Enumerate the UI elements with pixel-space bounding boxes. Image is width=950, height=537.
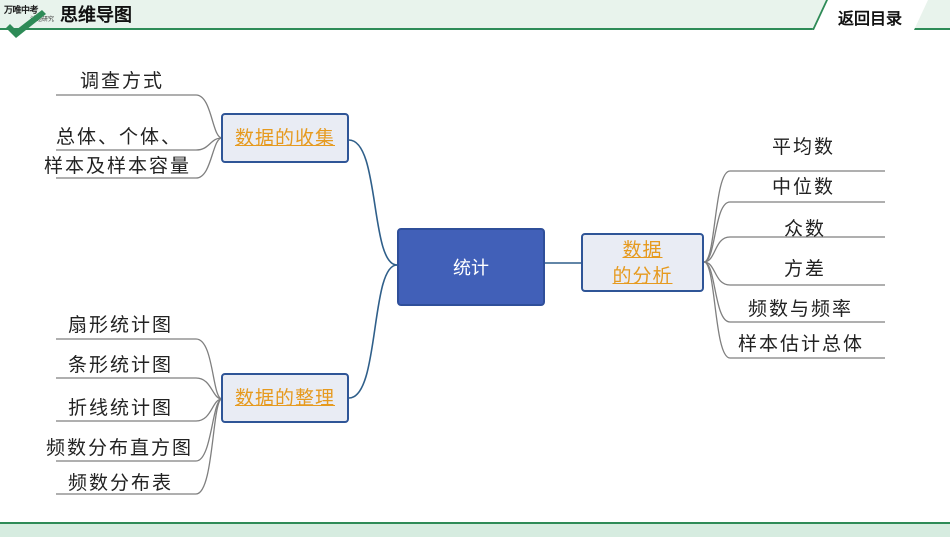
leaf-population-individual: 总体、个体、	[56, 126, 183, 148]
leaf-survey-method: 调查方式	[80, 70, 165, 92]
leaf-variance: 方差	[784, 258, 827, 280]
center-topic-statistics[interactable]: 统计	[397, 228, 545, 306]
leaf-bar-chart: 条形统计图	[68, 354, 174, 376]
leaf-line-mean	[703, 170, 885, 263]
branch-data-organization-link[interactable]: 数据的整理	[234, 387, 335, 409]
branch-data-collection[interactable]: 数据的收集	[221, 113, 349, 163]
leaf-sample-size: 样本及样本容量	[44, 155, 192, 177]
leaf-line-line-chart	[56, 398, 223, 422]
leaf-frequency-rate: 频数与频率	[748, 298, 854, 320]
branch-data-analysis-line1[interactable]: 数据	[622, 238, 663, 261]
leaf-line-chart: 折线统计图	[68, 397, 174, 419]
footer-bar	[0, 522, 950, 537]
checkmark-icon	[6, 10, 46, 38]
leaf-median: 中位数	[772, 176, 836, 198]
leaf-line-population	[56, 137, 223, 151]
leaf-line-pie-chart	[56, 338, 223, 400]
leaf-line-sample	[56, 137, 223, 179]
branch-data-organization[interactable]: 数据的整理	[221, 373, 349, 423]
leaf-line-median	[703, 201, 885, 263]
connector-center-collect	[348, 139, 398, 266]
leaf-sample-estimate: 样本估计总体	[738, 333, 865, 355]
logo: 万唯中考 试题研究	[2, 0, 55, 38]
header-band	[0, 0, 950, 30]
logo-text: 万唯中考	[4, 6, 39, 16]
connector-center-organize	[348, 264, 398, 399]
back-to-contents-button[interactable]: 返回目录	[838, 9, 903, 28]
leaf-pie-chart: 扇形统计图	[68, 314, 174, 336]
leaf-line-mode	[703, 236, 885, 263]
leaf-line-frequency-table	[56, 398, 223, 495]
branch-data-analysis[interactable]: 数据 的分析	[581, 233, 704, 292]
leaf-frequency-histogram: 频数分布直方图	[46, 437, 194, 459]
logo-subtext: 试题研究	[30, 16, 55, 23]
leaf-mean: 平均数	[772, 136, 836, 158]
leaf-mode: 众数	[784, 218, 827, 240]
page-title: 思维导图	[60, 5, 132, 26]
leaf-frequency-table: 频数分布表	[68, 472, 174, 494]
branch-data-collection-link[interactable]: 数据的收集	[234, 127, 335, 149]
branch-data-analysis-line2[interactable]: 的分析	[612, 264, 673, 287]
leaf-line-bar-chart	[56, 377, 223, 400]
leaf-line-survey	[56, 94, 223, 139]
leaf-line-estimate	[703, 261, 885, 359]
leaf-line-variance	[703, 261, 885, 286]
header-bar: 万唯中考 试题研究 思维导图 返回目录	[0, 0, 950, 38]
